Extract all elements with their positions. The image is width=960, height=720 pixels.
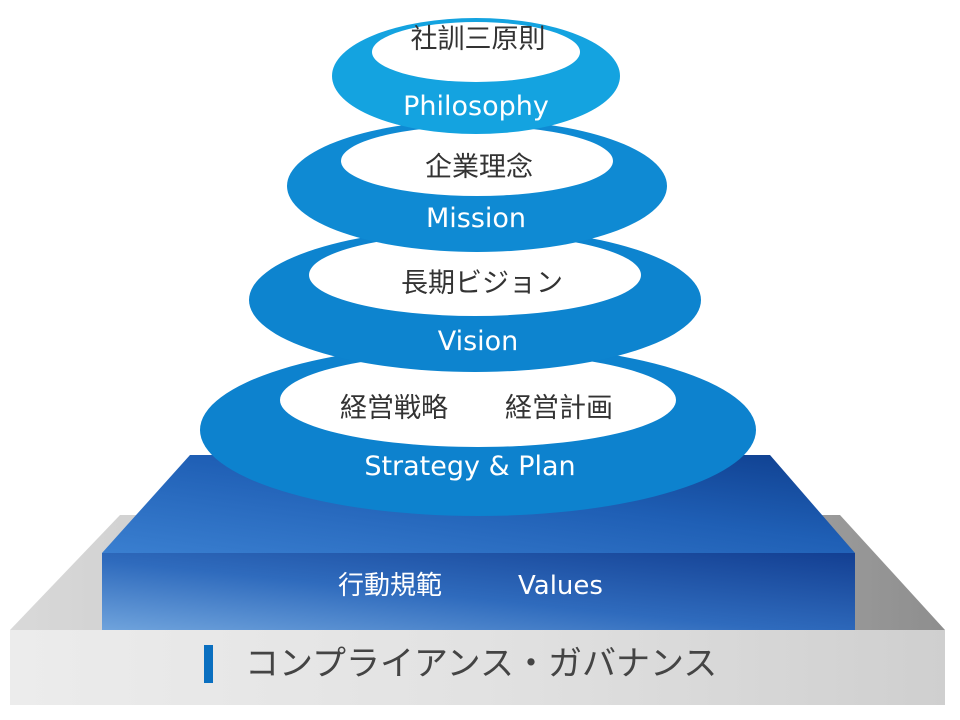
tier-inner-ellipse — [341, 126, 613, 196]
tier-inner-ellipse — [309, 234, 641, 316]
values-front-face — [102, 553, 855, 630]
tier-english-label: Mission — [426, 203, 526, 234]
tier-vision: 長期ビジョン Vision — [249, 228, 701, 372]
base-accent-bar — [204, 645, 213, 683]
tier-japanese-right: 経営計画 — [505, 393, 613, 424]
base-label: コンプライアンス・ガバナンス — [245, 644, 717, 684]
tier-japanese-label: 社訓三原則 — [411, 24, 546, 55]
tier-japanese-left: 経営戦略 — [340, 393, 448, 424]
values-japanese-label: 行動規範 — [338, 571, 442, 601]
tier-philosophy: 社訓三原則 Philosophy — [332, 18, 620, 134]
tier-inner-ellipse — [372, 22, 580, 82]
tier-japanese-label: 企業理念 — [425, 152, 533, 183]
tier-english-label: Strategy & Plan — [364, 451, 575, 482]
tier-english-label: Vision — [438, 326, 519, 357]
tier-inner-ellipse — [280, 353, 676, 447]
tier-english-label: Philosophy — [403, 91, 549, 122]
tier-japanese-label: 長期ビジョン — [401, 268, 563, 299]
base-front-face — [10, 630, 945, 705]
tier-mission: 企業理念 Mission — [287, 120, 667, 252]
tier-strategy-plan: 経営戦略 経営計画 Strategy & Plan — [200, 344, 756, 516]
values-english-label: Values — [518, 571, 603, 601]
